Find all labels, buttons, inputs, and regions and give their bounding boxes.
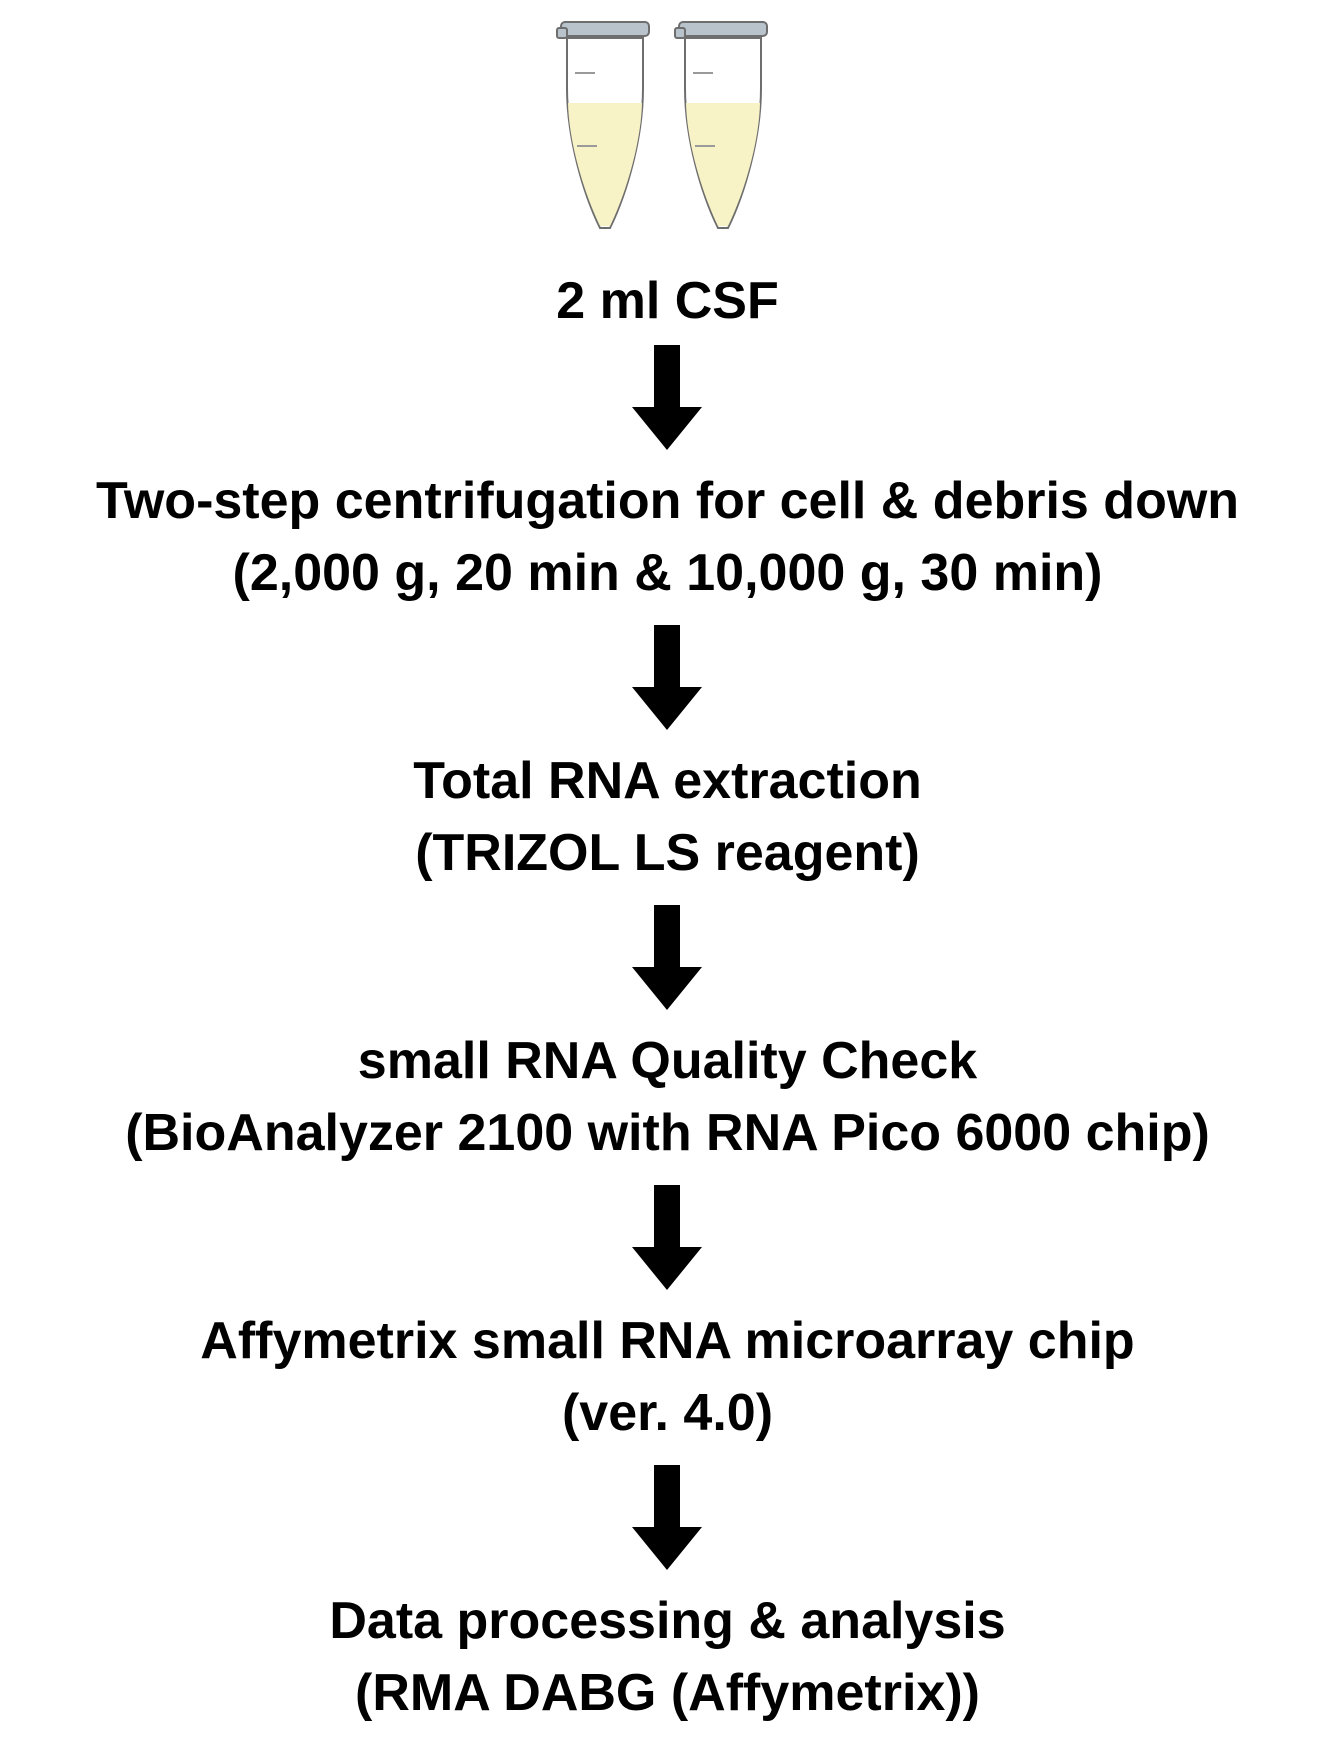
step-2-label: Two-step centrifugation for cell & debri…	[0, 465, 1335, 609]
step-3-label: Total RNA extraction (TRIZOL LS reagent)	[0, 745, 1335, 889]
step-1-label: 2 ml CSF	[0, 265, 1335, 337]
down-arrow-icon	[632, 1185, 702, 1290]
csf-tubes-illustration	[556, 21, 768, 229]
step-5-line-1: Affymetrix small RNA microarray chip	[200, 1312, 1135, 1370]
step-6-line-1: Data processing & analysis	[329, 1592, 1006, 1650]
step-4-line-2: (BioAnalyzer 2100 with RNA Pico 6000 chi…	[125, 1104, 1210, 1162]
down-arrow-icon	[632, 905, 702, 1010]
step-1-line-1: 2 ml CSF	[556, 272, 779, 330]
down-arrow-icon	[632, 1465, 702, 1570]
step-6-label: Data processing & analysis (RMA DABG (Af…	[0, 1585, 1335, 1729]
microcentrifuge-tube-icon	[674, 21, 768, 229]
step-3-line-1: Total RNA extraction	[413, 752, 922, 810]
step-2-line-2: (2,000 g, 20 min & 10,000 g, 30 min)	[232, 544, 1103, 602]
step-6-line-2: (RMA DABG (Affymetrix))	[355, 1664, 980, 1722]
step-3-line-2: (TRIZOL LS reagent)	[415, 824, 920, 882]
step-5-label: Affymetrix small RNA microarray chip (ve…	[0, 1305, 1335, 1449]
down-arrow-icon	[632, 625, 702, 730]
step-4-label: small RNA Quality Check (BioAnalyzer 210…	[0, 1025, 1335, 1169]
step-4-line-1: small RNA Quality Check	[357, 1032, 978, 1090]
step-2-line-1: Two-step centrifugation for cell & debri…	[95, 472, 1240, 530]
step-5-line-2: (ver. 4.0)	[561, 1384, 774, 1442]
down-arrow-icon	[632, 345, 702, 450]
microcentrifuge-tube-icon	[556, 21, 650, 229]
